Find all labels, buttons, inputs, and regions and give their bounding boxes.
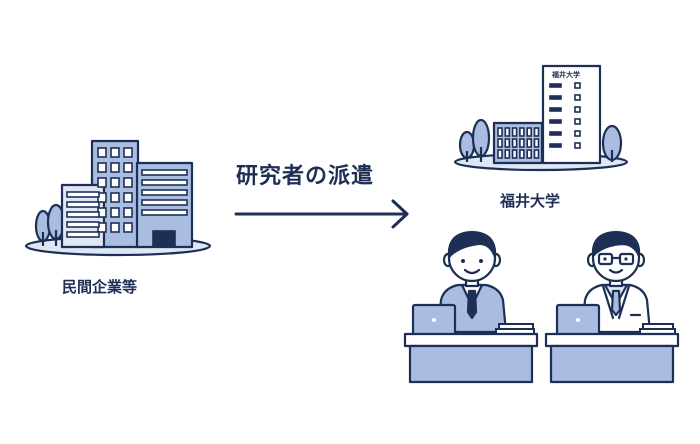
window bbox=[123, 192, 133, 203]
door bbox=[152, 230, 176, 248]
university-building-icon bbox=[453, 64, 629, 172]
window bbox=[574, 142, 581, 149]
window bbox=[110, 192, 120, 203]
window bbox=[497, 138, 503, 148]
desk-icon bbox=[544, 332, 680, 384]
window bbox=[533, 127, 540, 137]
window bbox=[574, 106, 581, 113]
window bbox=[141, 209, 188, 216]
window bbox=[123, 162, 133, 173]
window bbox=[141, 169, 188, 176]
window bbox=[574, 130, 581, 137]
university-windows bbox=[497, 82, 581, 159]
window bbox=[549, 83, 562, 88]
window bbox=[123, 177, 133, 188]
university-label: 福井大学 bbox=[499, 192, 560, 210]
window bbox=[549, 95, 562, 100]
window bbox=[511, 127, 518, 137]
right-arrow-icon bbox=[234, 199, 409, 229]
window bbox=[97, 177, 107, 188]
window bbox=[97, 147, 107, 158]
window bbox=[504, 149, 511, 159]
window bbox=[574, 118, 581, 125]
company-label: 民間企業等 bbox=[62, 278, 137, 296]
window bbox=[526, 138, 533, 148]
window bbox=[549, 107, 562, 112]
window bbox=[504, 138, 511, 148]
window bbox=[66, 201, 100, 208]
papers-icon bbox=[639, 323, 676, 336]
laptop-icon bbox=[411, 303, 457, 337]
window bbox=[526, 127, 533, 137]
window bbox=[110, 162, 120, 173]
window bbox=[123, 222, 133, 233]
window bbox=[141, 189, 188, 196]
person-labcoat-icon bbox=[580, 230, 652, 334]
laptop-icon bbox=[555, 303, 601, 337]
window bbox=[110, 147, 120, 158]
window bbox=[519, 127, 525, 137]
company-windows bbox=[66, 147, 188, 248]
window bbox=[497, 149, 503, 159]
window bbox=[66, 191, 100, 198]
window bbox=[574, 82, 581, 89]
window bbox=[110, 207, 120, 218]
window bbox=[526, 149, 533, 159]
window bbox=[549, 143, 562, 148]
dispatch-label: 研究者の派遣 bbox=[236, 163, 374, 189]
window bbox=[141, 199, 188, 206]
window bbox=[497, 127, 503, 137]
window bbox=[66, 211, 100, 218]
window bbox=[66, 231, 100, 238]
window bbox=[66, 221, 100, 228]
window bbox=[511, 149, 518, 159]
window bbox=[549, 119, 562, 124]
window bbox=[574, 94, 581, 101]
window bbox=[533, 149, 540, 159]
university-sign: 福井大学 bbox=[551, 70, 580, 79]
window bbox=[519, 149, 525, 159]
window bbox=[519, 138, 525, 148]
window bbox=[504, 127, 511, 137]
window bbox=[110, 177, 120, 188]
window bbox=[110, 222, 120, 233]
desk-icon bbox=[403, 332, 539, 384]
window bbox=[97, 162, 107, 173]
window bbox=[123, 147, 133, 158]
window bbox=[511, 138, 518, 148]
window bbox=[123, 207, 133, 218]
window bbox=[533, 138, 540, 148]
window bbox=[141, 179, 188, 186]
window bbox=[549, 131, 562, 136]
